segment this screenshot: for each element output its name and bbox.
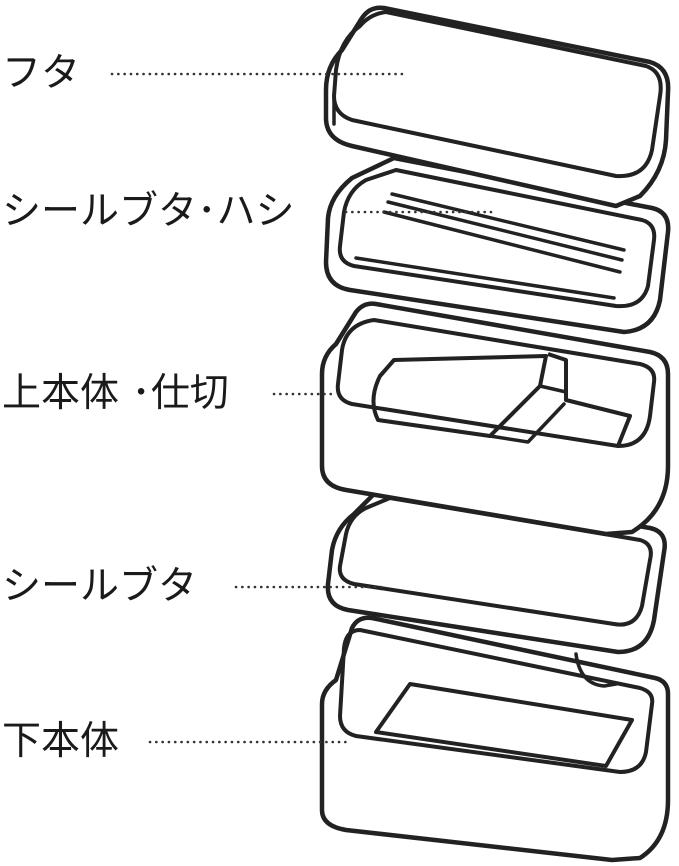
label-lower-body: 下本体 bbox=[2, 719, 120, 764]
label-upper-body-divider: 上本体 ･仕切 bbox=[2, 371, 229, 416]
lower-body-part bbox=[319, 615, 671, 863]
label-lid: フタ bbox=[2, 51, 81, 96]
label-seal-lid: シールブタ bbox=[2, 564, 198, 609]
seal-lid-chopsticks-part bbox=[323, 155, 671, 335]
lid-part bbox=[323, 5, 671, 209]
label-seal-lid-chopsticks: シールブタ･ハシ bbox=[2, 189, 295, 234]
upper-body-part bbox=[319, 301, 671, 537]
